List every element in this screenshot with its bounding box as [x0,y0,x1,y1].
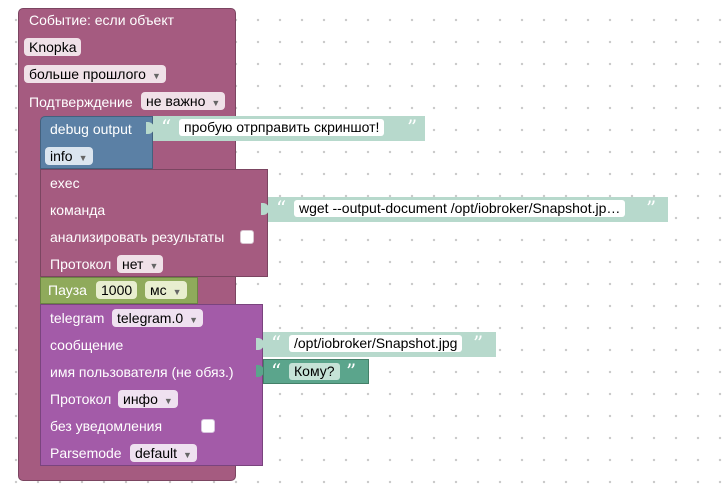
exec-log-label: Протокол [50,256,112,272]
telegram-instance-value: telegram.0 [117,310,184,326]
quote-open-icon: “ [276,196,287,220]
quote-open-icon: “ [271,331,282,355]
quote-close-icon: ” [646,196,657,220]
debug-message-value[interactable]: пробую отрправить скриншот! [179,119,385,136]
telegram-log-dropdown[interactable]: инфо ▼ [118,390,178,408]
quote-close-icon: ” [407,115,418,139]
telegram-message-label: сообщение [50,337,124,353]
debug-output-label: debug output [50,121,132,137]
exec-command-string[interactable]: “ wget --output-document /opt/iobroker/S… [268,197,668,222]
quote-close-icon: ” [346,359,357,383]
debug-level-dropdown[interactable]: info ▼ [45,147,93,165]
chevron-down-icon: ▼ [183,450,192,460]
telegram-block[interactable] [40,304,263,466]
debug-level-value: info [50,148,73,164]
exec-analyze-checkbox[interactable] [240,230,254,244]
event-title: Событие: если объект [29,12,175,28]
exec-analyze-label: анализировать результаты [50,229,225,245]
pause-label: Пауза [48,282,87,298]
telegram-instance-dropdown[interactable]: telegram.0 ▼ [112,309,204,327]
chevron-down-icon: ▼ [78,153,88,163]
telegram-parsemode-dropdown[interactable]: default ▼ [130,444,197,462]
chevron-down-icon: ▼ [149,261,159,271]
telegram-parsemode-value: default [135,445,178,461]
debug-message-string[interactable]: “ пробую отрправить скриншот! ” [153,116,425,141]
telegram-message-notch [256,338,264,350]
exec-command-notch [261,203,269,215]
condition-dropdown[interactable]: больше прошлого ▼ [24,65,166,83]
pause-unit-dropdown[interactable]: мс ▼ [145,281,187,299]
pause-unit-value: мс [150,282,167,298]
chevron-down-icon: ▼ [211,98,221,108]
quote-open-icon: “ [161,115,172,139]
exec-command-label: команда [50,202,106,218]
telegram-silent-checkbox[interactable] [201,419,215,433]
confirm-label: Подтверждение [29,94,133,110]
pause-value-field[interactable]: 1000 [96,281,138,299]
exec-log-dropdown[interactable]: нет ▼ [117,255,164,273]
exec-title: exec [50,175,80,191]
quote-open-icon: “ [271,359,282,383]
debug-input-notch [146,122,154,134]
telegram-silent-label: без уведомления [50,418,163,434]
telegram-user-string[interactable]: “ Кому? ” [263,359,369,384]
telegram-user-value[interactable]: Кому? [289,363,340,380]
exec-log-value: нет [122,256,144,272]
object-id-value: Knopka [29,39,77,55]
chevron-down-icon: ▼ [172,287,182,297]
exec-command-value[interactable]: wget --output-document /opt/iobroker/Sna… [294,200,626,217]
telegram-message-string[interactable]: “ /opt/iobroker/Snapshot.jpg ” [263,332,496,357]
telegram-log-label: Протокол [50,391,112,407]
telegram-label: telegram [50,310,105,326]
telegram-user-notch [256,365,264,377]
telegram-user-label: имя пользователя (не обяз.) [50,364,234,380]
object-id-field[interactable]: Knopka [24,38,82,56]
confirm-dropdown[interactable]: не важно ▼ [141,92,226,110]
event-block-left-bar [18,110,40,475]
telegram-log-value: инфо [123,391,158,407]
telegram-message-value[interactable]: /opt/iobroker/Snapshot.jpg [289,335,463,352]
quote-close-icon: ” [473,331,484,355]
pause-value: 1000 [101,282,133,298]
chevron-down-icon: ▼ [151,71,161,81]
telegram-parsemode-label: Parsemode [50,445,122,461]
confirm-value: не важно [146,93,206,109]
chevron-down-icon: ▼ [189,315,199,325]
chevron-down-icon: ▼ [163,396,173,406]
condition-value: больше прошлого [29,66,146,82]
